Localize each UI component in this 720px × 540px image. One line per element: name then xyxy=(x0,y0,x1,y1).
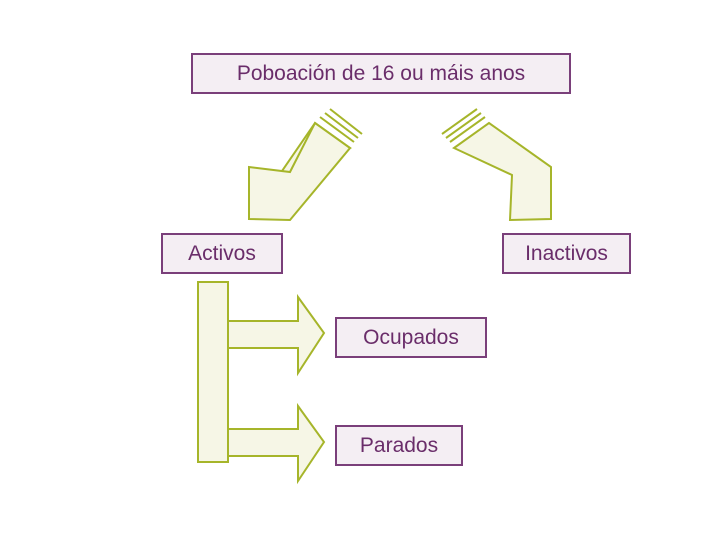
node-parados: Parados xyxy=(335,425,463,466)
root-node-label: Poboación de 16 ou máis anos xyxy=(236,61,526,85)
node-inactivos-label: Inactivos xyxy=(525,241,608,265)
node-ocupados: Ocupados xyxy=(335,317,487,358)
node-inactivos: Inactivos xyxy=(502,233,631,274)
arrow-to-activos xyxy=(248,108,363,222)
node-activos-label: Activos xyxy=(188,241,256,265)
node-activos: Activos xyxy=(161,233,283,274)
arrow-to-inactivos xyxy=(441,108,552,222)
node-parados-label: Parados xyxy=(359,433,439,457)
root-node-poboacion: Poboación de 16 ou máis anos xyxy=(191,53,571,94)
node-ocupados-label: Ocupados xyxy=(363,325,459,349)
arrow-activos-breakdown xyxy=(197,281,326,485)
